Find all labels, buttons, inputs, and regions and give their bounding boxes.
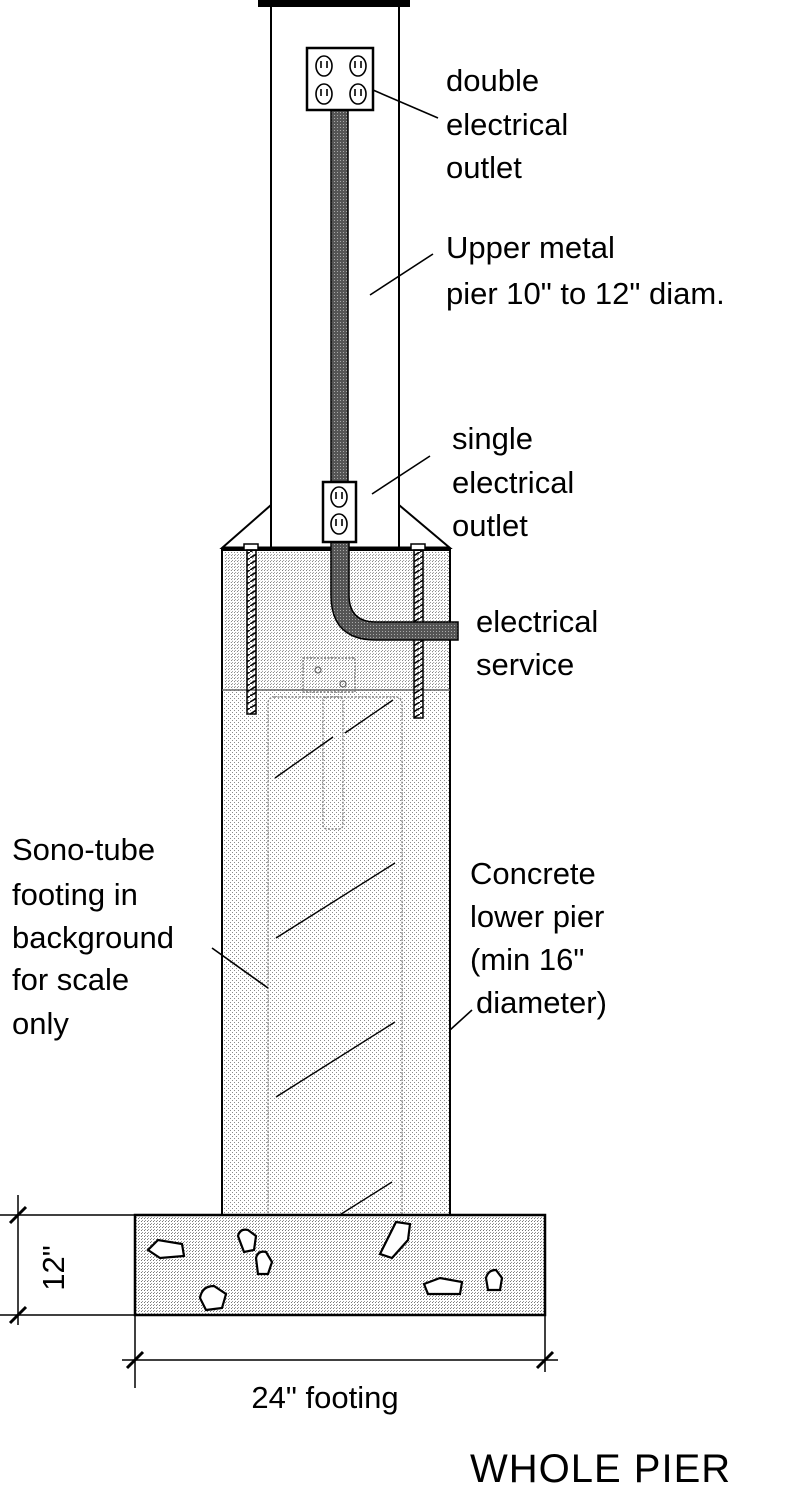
footing-width-label: 24" footing [251,1380,398,1415]
label-electrical-service: electrical service [476,604,598,682]
label-concrete-pier: Concrete lower pier (min 16" diameter) [470,856,607,1020]
label-line: diameter) [476,985,607,1020]
double-outlet-icon [305,46,375,112]
label-line: for scale [12,962,129,997]
anchor-bolt-left [243,543,259,715]
label-line: lower pier [470,899,604,934]
label-line: Sono-tube [12,832,155,867]
label-line: electrical [446,107,568,142]
label-line: outlet [452,508,528,543]
label-upper-pier: Upper metal pier 10" to 12" diam. [446,230,725,311]
label-line: double [446,63,539,98]
label-line: outlet [446,150,522,185]
diagram-title: WHOLE PIER [470,1447,731,1486]
label-line: Upper metal [446,230,615,265]
single-outlet-icon [321,480,358,544]
label-single-outlet: single electrical outlet [452,421,574,543]
label-line: pier 10" to 12" diam. [446,276,725,311]
label-line: electrical [452,465,574,500]
label-sonotube: Sono-tube footing in background for scal… [12,832,174,1041]
label-double-outlet: double electrical outlet [446,63,568,185]
label-line: only [12,1006,69,1041]
leader-lines [211,89,473,1031]
dimension-height: 12" [0,1195,135,1325]
upper-metal-pier [219,0,453,550]
label-line: background [12,920,174,955]
label-line: footing in [12,877,138,912]
label-line: Concrete [470,856,596,891]
concrete-footing [133,1213,547,1317]
footing-height-label: 12" [36,1245,71,1291]
label-line: electrical [476,604,598,639]
label-line: single [452,421,533,456]
dimension-width: 24" footing [122,1315,558,1415]
label-line: service [476,647,574,682]
electrical-conduit [330,107,459,641]
label-line: (min 16" [470,942,584,977]
aggregate-stones [146,1220,504,1312]
